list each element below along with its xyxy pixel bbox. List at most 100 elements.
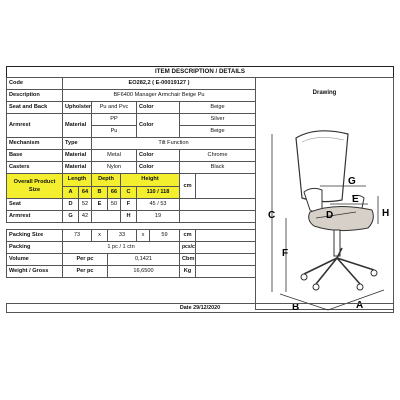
depth-header: Depth <box>91 173 121 187</box>
packing-empty <box>195 241 256 254</box>
dim-line-d <box>315 211 357 219</box>
chair-armrest-left <box>303 187 323 213</box>
chair-armrest-right <box>351 194 365 219</box>
chair-base <box>303 247 375 285</box>
packing-size-unit: cm <box>179 229 196 242</box>
description-value: BF6400 Manager Armchair Beige Pu <box>62 89 256 102</box>
armrest-material-1: PP <box>91 113 137 126</box>
overall-size-label: Overall Product Size <box>6 173 63 199</box>
casters-material: Nylon <box>91 161 137 174</box>
row-packing-size: Packing Size 73 x 33 x 59 cm <box>6 229 256 242</box>
drawing-label-d: D <box>326 210 333 221</box>
armrest-material-label: Material <box>62 113 92 138</box>
dim-line-a <box>327 289 385 311</box>
caster-3 <box>356 283 364 291</box>
seat-back-material: Pu and Pvc <box>91 101 137 114</box>
row-mechanism: Mechanism Type Tilt Function <box>6 137 256 150</box>
base-color-label: Color <box>136 149 180 162</box>
drawing-title: Drawing <box>312 90 337 96</box>
caster-4 <box>370 269 378 277</box>
row-volume: Volume Per pc 0,1421 Cbm <box>6 253 256 266</box>
drawing-label-b: B <box>292 302 299 311</box>
base-color: Chrome <box>179 149 256 162</box>
packing-x2: x <box>136 229 150 242</box>
mechanism-type-label: Type <box>62 137 92 150</box>
casters-material-label: Material <box>62 161 92 174</box>
armrest-material-2: Pu <box>91 125 137 138</box>
dim-c-value: 110 / 118 <box>136 185 180 199</box>
dim-b-value: 66 <box>107 185 121 199</box>
packing-l: 73 <box>62 229 92 242</box>
drawing-label-h: H <box>382 208 389 219</box>
description-label: Description <box>6 89 63 102</box>
drawing-label-f: F <box>282 248 288 259</box>
upholstery-label: Upholstery <box>62 101 92 114</box>
row-armrest-2: Pu Beige <box>7 125 256 138</box>
row-armrest-dims: Armrest G 42 H 19 <box>6 210 256 223</box>
base-material: Metal <box>91 149 137 162</box>
base-label: Base <box>6 149 63 162</box>
packing-w: 33 <box>107 229 137 242</box>
drawing-label-g: G <box>348 176 356 187</box>
row-description: Description BF6400 Manager Armchair Beig… <box>6 89 256 102</box>
mechanism-label: Mechanism <box>6 137 63 150</box>
row-weight: Weight / Gross Per pc 16,6500 Kg <box>6 265 256 278</box>
row-seat-back: Seat and Back Upholstery Pu and Pvc Colo… <box>6 101 256 114</box>
code-label: Code <box>6 77 63 90</box>
mechanism-value: Tilt Function <box>91 137 256 150</box>
overall-size-line2: Size <box>28 187 41 193</box>
dim-line-b <box>279 293 329 311</box>
chair-drawing: C F H G E D B A <box>268 130 389 311</box>
armrest-color-label: Color <box>136 113 180 138</box>
drawing-label-a: A <box>356 300 363 311</box>
chair-gas-lift <box>333 229 341 257</box>
armrest-color-2: Beige <box>179 125 256 138</box>
table-gap <box>6 222 256 230</box>
drawing-label-c: C <box>268 210 275 221</box>
caster-1 <box>300 273 308 281</box>
base-material-label: Material <box>62 149 92 162</box>
code-value: EO282,2 ( E-00019127 ) <box>62 77 256 90</box>
packing-x1: x <box>91 229 108 242</box>
seat-back-color-label: Color <box>136 101 180 114</box>
weight-per-pc: Per pc <box>62 265 108 278</box>
dim-b-letter: B <box>91 185 108 199</box>
armrest-dims-empty1 <box>91 210 121 223</box>
sheet-footer-date: Date 29/12/2020 <box>6 303 394 313</box>
dim-a-letter: A <box>62 185 79 199</box>
packing-value: 1 pc / 1 ctn <box>62 241 180 254</box>
dim-h-value: 19 <box>136 210 180 223</box>
packing-size-empty <box>195 229 256 242</box>
dim-c-letter: C <box>120 185 137 199</box>
dim-d-letter: D <box>62 198 79 211</box>
casters-color: Black <box>179 161 256 174</box>
weight-unit: Kg <box>179 265 196 278</box>
volume-empty <box>195 253 256 266</box>
drawing-panel: Drawing C <box>255 77 394 311</box>
packing-size-label: Packing Size <box>6 229 63 242</box>
dims-spacer <box>195 173 256 199</box>
backrest-mesh-line <box>301 137 345 143</box>
armrest-color-1: Silver <box>179 113 256 126</box>
packing-label: Packing <box>6 241 63 254</box>
seat-back-color: Beige <box>179 101 256 114</box>
packing-h: 59 <box>149 229 180 242</box>
dim-e-value: 50 <box>107 198 121 211</box>
chair-seat <box>308 206 374 232</box>
armrest-dims-label: Armrest <box>6 210 63 223</box>
packing-pcs-label: pcs/ctn <box>179 241 196 254</box>
row-casters: Casters Material Nylon Color Black <box>6 161 256 174</box>
volume-unit: Cbm <box>179 253 196 266</box>
dim-d-value: 52 <box>78 198 92 211</box>
dim-g-letter: G <box>62 210 79 223</box>
drawing-label-e: E <box>352 194 359 205</box>
dim-g-value: 42 <box>78 210 92 223</box>
row-armrest-1: Armrest Material PP Color Silver <box>6 113 256 138</box>
caster-2 <box>312 283 320 291</box>
armrest-label: Armrest <box>6 113 63 138</box>
row-dims-head: Overall Product Size Length Depth Height… <box>6 173 256 199</box>
volume-value: 0,1421 <box>107 253 180 266</box>
dim-h-letter: H <box>120 210 137 223</box>
overall-size-line1: Overall Product <box>13 179 56 185</box>
weight-empty <box>195 265 256 278</box>
